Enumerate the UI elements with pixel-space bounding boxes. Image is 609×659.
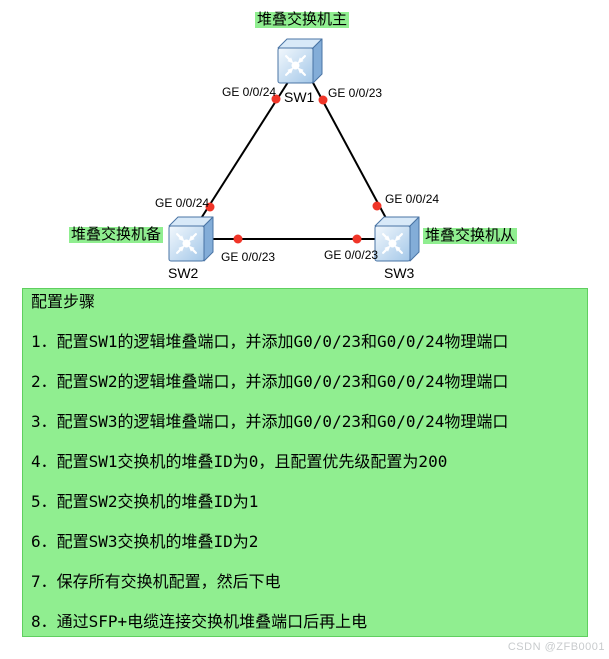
step-item: 8．通过SFP+电缆连接交换机堆叠端口后再上电 [31,612,368,631]
topology-links [199,78,388,244]
node-name-sw2: SW2 [168,265,199,281]
role-label-master: 堆叠交换机主 [255,11,350,28]
steps-title: 配置步骤 [31,292,96,311]
port-dot-sw1-ge23 [318,95,328,105]
step-item: 7．保存所有交换机配置，然后下电 [31,572,281,591]
role-label-backup: 堆叠交换机备 [69,226,164,243]
switch-icon-sw1 [276,36,324,84]
step-item: 2．配置SW2的逻辑堆叠端口，并添加G0/0/23和G0/0/24物理端口 [31,372,509,391]
step-item: 3．配置SW3的逻辑堆叠端口，并添加G0/0/23和G0/0/24物理端口 [31,412,509,431]
port-label-sw3-ge24: GE 0/0/24 [385,192,440,206]
step-item: 5．配置SW2交换机的堆叠ID为1 [31,492,259,511]
port-label-sw1-ge23: GE 0/0/23 [328,86,383,100]
role-label-slave: 堆叠交换机从 [423,227,518,244]
steps-panel: 配置步骤 1．配置SW1的逻辑堆叠端口，并添加G0/0/23和G0/0/24物理… [22,288,588,637]
port-dot-sw2-ge24 [205,202,215,212]
step-item: 1．配置SW1的逻辑堆叠端口，并添加G0/0/23和G0/0/24物理端口 [31,332,509,351]
switch-icon-sw3 [373,214,421,262]
port-dot-sw1-ge24 [271,94,281,104]
port-label-sw3-ge23: GE 0/0/23 [324,248,379,262]
port-dot-sw3-ge24 [372,201,382,211]
node-name-sw1: SW1 [284,89,315,105]
step-item: 4．配置SW1交换机的堆叠ID为0，且配置优先级配置为200 [31,452,448,471]
port-label-sw1-ge24: GE 0/0/24 [222,85,277,99]
node-name-sw3: SW3 [384,265,415,281]
switch-icon-sw2 [167,214,215,262]
steps-list: 1．配置SW1的逻辑堆叠端口，并添加G0/0/23和G0/0/24物理端口 2．配… [31,332,579,631]
watermark: CSDN @ZFB0001 [507,641,605,653]
port-dot-sw3-ge23 [352,234,362,244]
port-label-sw2-ge24: GE 0/0/24 [155,196,210,210]
port-label-sw2-ge23: GE 0/0/23 [221,250,276,264]
port-dot-sw2-ge23 [233,234,243,244]
step-item: 6．配置SW3交换机的堆叠ID为2 [31,532,259,551]
